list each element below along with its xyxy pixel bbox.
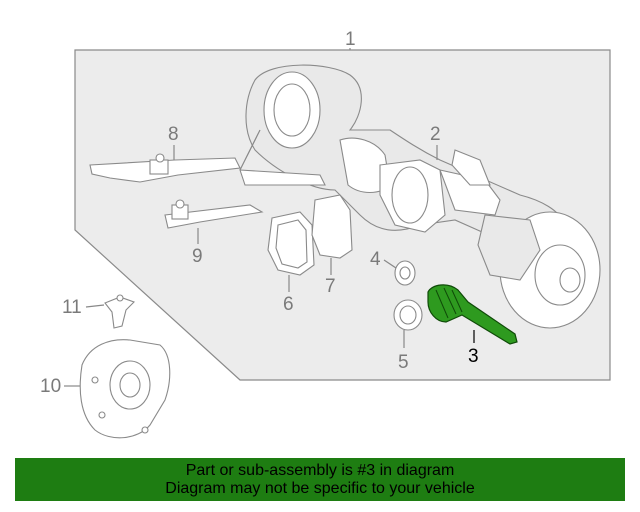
bracket-8[interactable] (89, 153, 241, 183)
knuckle-10[interactable] (79, 339, 171, 439)
seal-4[interactable] (394, 260, 416, 286)
callout-6[interactable]: 6 (283, 294, 294, 315)
callout-11-leader (85, 304, 105, 308)
callout-4-leader (383, 259, 397, 269)
callout-4[interactable]: 4 (370, 249, 381, 270)
callout-2[interactable]: 2 (430, 124, 441, 145)
gasket-7[interactable] (311, 194, 353, 259)
stud-11[interactable] (104, 294, 136, 329)
cover-6[interactable] (267, 211, 315, 276)
banner-line-1: Part or sub-assembly is #3 in diagram (185, 461, 455, 479)
callout-5[interactable]: 5 (398, 352, 409, 373)
boot-5[interactable] (393, 299, 423, 331)
callout-10[interactable]: 10 (40, 376, 61, 397)
callout-3[interactable]: 3 (468, 346, 479, 367)
axle-shaft-3[interactable] (427, 284, 518, 345)
brake-rotor (477, 211, 601, 329)
callout-11[interactable]: 11 (62, 297, 82, 318)
bracket-9[interactable] (164, 199, 264, 229)
banner-line-2: Diagram may not be specific to your vehi… (165, 479, 475, 497)
callout-8[interactable]: 8 (168, 124, 179, 145)
callout-7[interactable]: 7 (325, 276, 336, 297)
info-banner: Part or sub-assembly is #3 in diagram Di… (15, 458, 625, 501)
callout-1[interactable]: 1 (345, 29, 356, 50)
callout-9[interactable]: 9 (192, 246, 203, 267)
parts-diagram: 1 2 8 9 6 (40, 29, 611, 439)
